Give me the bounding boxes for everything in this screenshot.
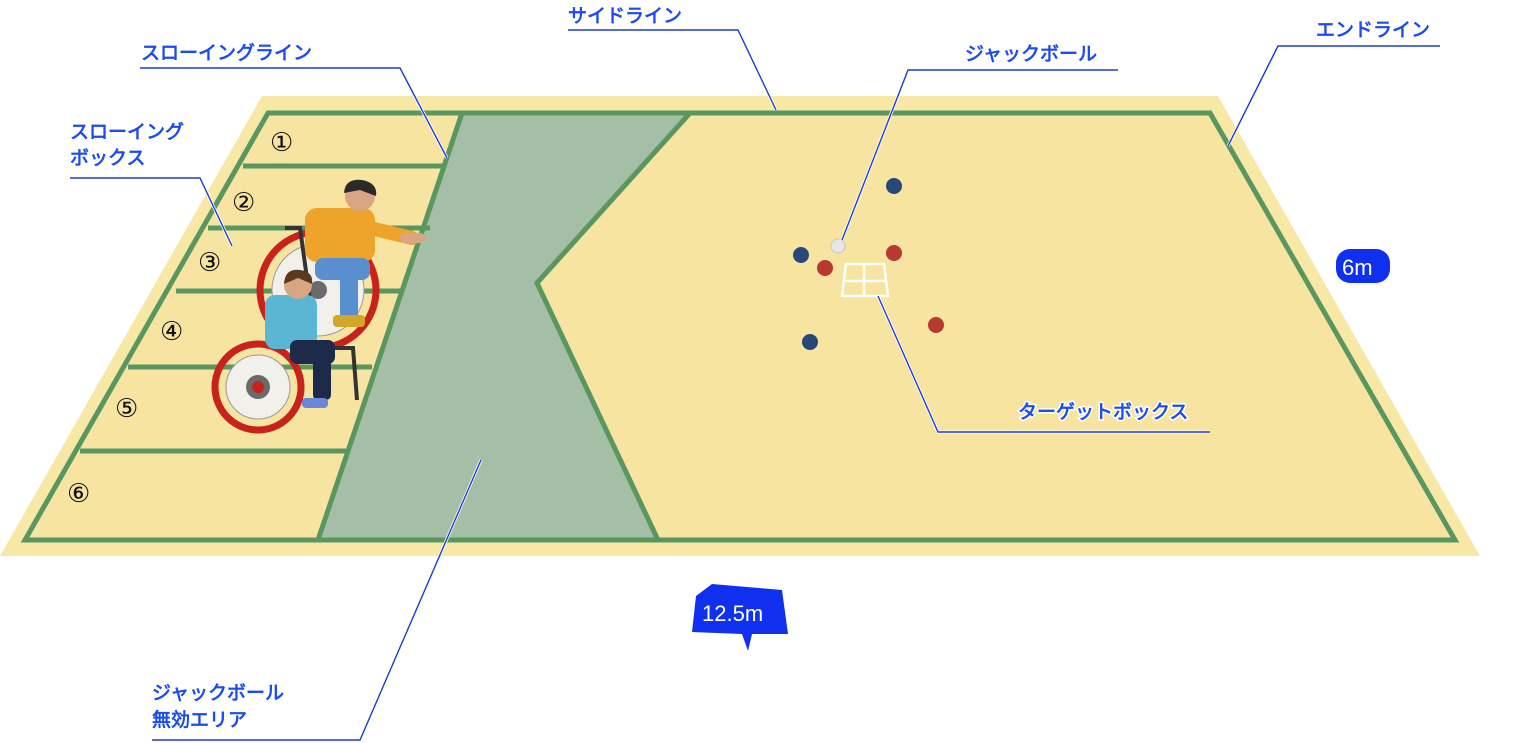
box-number-3: ③ bbox=[198, 248, 221, 278]
red-ball bbox=[928, 317, 944, 333]
blue-ball bbox=[802, 334, 818, 350]
balls bbox=[793, 178, 944, 350]
box-number-5: ⑤ bbox=[115, 394, 138, 424]
throwing-line-label: スローイングライン bbox=[141, 41, 312, 64]
court-surface bbox=[20, 110, 1460, 543]
length-dimension-badge: 12.5m bbox=[692, 584, 788, 651]
end-line-label: エンドライン bbox=[1316, 19, 1430, 41]
throwing-box-label-line1: スローイング bbox=[70, 120, 184, 143]
box-number-2: ② bbox=[232, 188, 255, 218]
red-ball bbox=[886, 245, 902, 261]
player-child-in-wheelchair bbox=[211, 269, 359, 434]
length-dimension-text: 12.5m bbox=[702, 601, 763, 626]
target-box-label: ターゲットボックス bbox=[1018, 401, 1188, 423]
throwing-box-numbers: ① ② ③ ④ ⑤ ⑥ bbox=[67, 128, 293, 509]
throwing-box-label-line2: ボックス bbox=[70, 147, 145, 169]
side-line-label: サイドライン bbox=[568, 5, 682, 27]
box-number-6: ⑥ bbox=[67, 479, 90, 509]
jack-dead-area-label-line1: ジャックボール bbox=[152, 682, 284, 704]
red-ball bbox=[817, 260, 833, 276]
jack-ball bbox=[830, 238, 846, 254]
target-box bbox=[840, 262, 890, 298]
jack-ball-label: ジャックボール bbox=[965, 43, 1097, 65]
blue-ball bbox=[793, 247, 809, 263]
jack-ball-dead-area bbox=[314, 110, 696, 543]
box-number-4: ④ bbox=[160, 317, 183, 347]
width-dimension-text: 6m bbox=[1342, 255, 1373, 280]
jack-dead-area-label-line2: 無効エリア bbox=[152, 708, 247, 731]
width-dimension-badge: 6m bbox=[1336, 249, 1390, 283]
blue-ball bbox=[886, 178, 902, 194]
box-number-1: ① bbox=[270, 128, 293, 158]
leader-lines bbox=[70, 28, 1440, 742]
